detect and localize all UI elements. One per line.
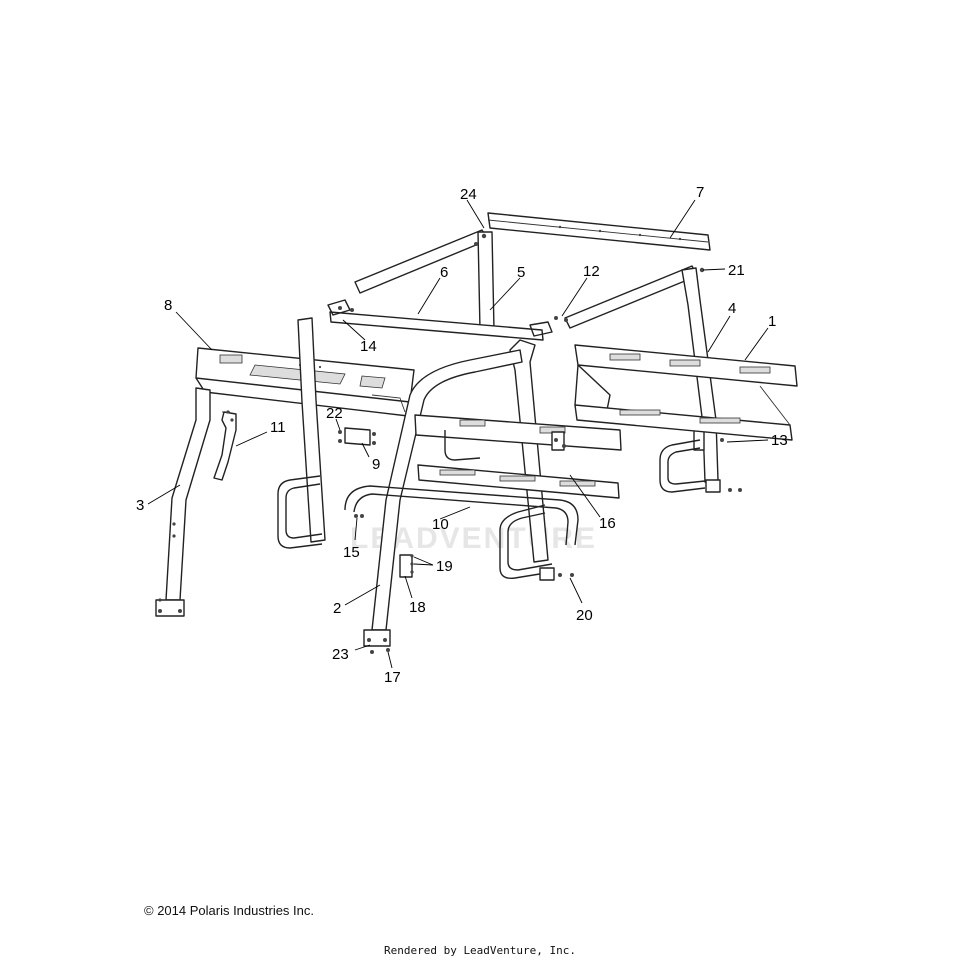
leader-lines	[147, 199, 769, 669]
part-1-right-side-panel	[574, 344, 798, 441]
part-11-grab-bar	[213, 411, 237, 481]
copyright-notice: © 2014 Polaris Industries Inc.	[144, 903, 314, 918]
callout-18: 18	[409, 599, 426, 616]
hardware-fasteners	[158, 233, 742, 654]
callout-8: 8	[164, 297, 172, 314]
callout-20: 20	[576, 607, 593, 624]
callout-7: 7	[696, 184, 704, 201]
rendered-by-credit: Rendered by LeadVenture, Inc.	[383, 944, 577, 957]
callout-19: 19	[436, 558, 453, 575]
callout-23: 23	[332, 646, 349, 663]
part-3-front-left-pillar	[155, 387, 211, 617]
callout-9: 9	[372, 456, 380, 473]
mid-left-pillar	[277, 317, 326, 549]
callout-3: 3	[136, 497, 144, 514]
callout-4: 4	[728, 300, 736, 317]
callout-5: 5	[517, 264, 525, 281]
callout-14: 14	[360, 338, 377, 355]
callout-2: 2	[333, 600, 341, 617]
callout-13: 13	[771, 432, 788, 449]
part-7-rear-top-panel	[487, 212, 711, 251]
callout-6: 6	[440, 264, 448, 281]
callout-21: 21	[728, 262, 745, 279]
part-4-rear-right-pillar	[681, 267, 721, 493]
callout-12: 12	[583, 263, 600, 280]
part-9-bracket	[338, 427, 376, 446]
part-6-front-top-crossbar	[327, 299, 553, 341]
callout-11: 11	[270, 419, 286, 436]
callout-15: 15	[343, 544, 360, 561]
part-5-rear-crossbar	[354, 229, 698, 331]
callout-17: 17	[384, 669, 401, 686]
part-16-left-side-panel	[414, 414, 622, 499]
callout-1: 1	[768, 313, 776, 330]
part-10-lower-crossbar	[344, 485, 579, 581]
part-13-right-rear-handle-area	[659, 439, 706, 493]
callout-10: 10	[432, 516, 449, 533]
callout-16: 16	[599, 515, 616, 532]
callout-labels: 24 7 21 12 5 6 8 14 4 1 11 22 9 3 13 16 …	[136, 184, 788, 686]
callout-24: 24	[460, 186, 477, 203]
callout-22: 22	[326, 405, 343, 422]
